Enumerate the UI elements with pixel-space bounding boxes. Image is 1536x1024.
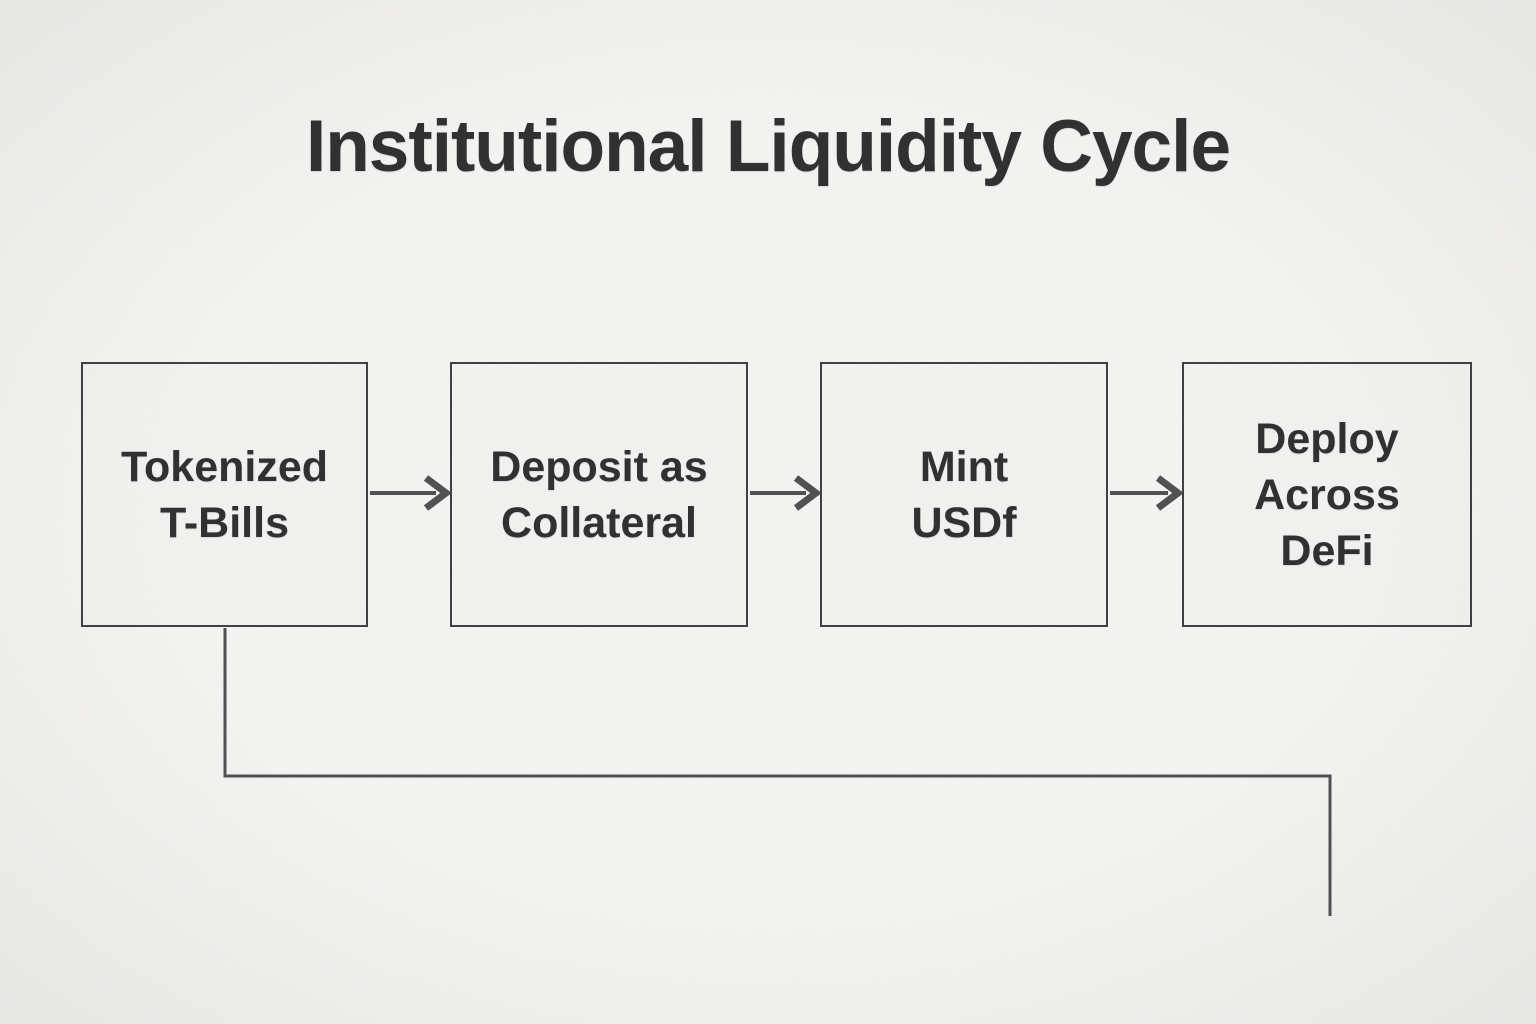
label-line: Collateral [501,498,697,547]
arrow-tokenized-to-deposit [370,475,452,511]
arrow-mint-to-deploy [1110,475,1184,511]
label-line: Deploy [1255,414,1399,463]
feedback-elbow-line [223,628,1332,916]
flow-box-tokenized-t-bills: Tokenized T-Bills [81,362,368,627]
label-line: Tokenized [120,442,329,491]
page-title: Institutional Liquidity Cycle [305,106,1231,187]
flow-box-deploy-across-defi: Deploy Across DeFi [1182,362,1472,627]
arrow-deposit-to-mint [750,475,822,511]
flow-box-mint-usdf: Mint USDf [820,362,1108,627]
label-line: Deposit as [490,442,708,491]
label-line: T-Bills [159,498,289,547]
label-line: Mint [919,442,1009,491]
flow-box-label: Tokenized T-Bills [121,439,328,551]
label-line: Across [1254,470,1400,519]
label-line: DeFi [1280,526,1374,575]
flow-box-label: Deploy Across DeFi [1254,411,1400,579]
flow-box-label: Deposit as Collateral [490,439,707,551]
label-line: USDf [911,498,1017,547]
flow-box-label: Mint USDf [911,439,1016,551]
flow-box-deposit-as-collateral: Deposit as Collateral [450,362,748,627]
